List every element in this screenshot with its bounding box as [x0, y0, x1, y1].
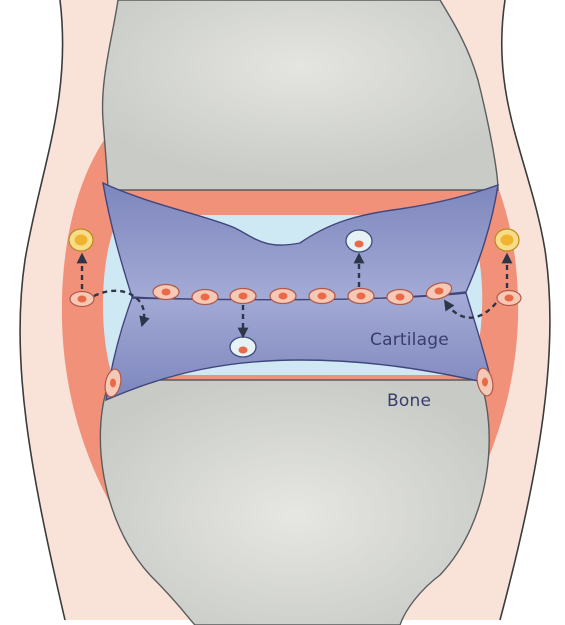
chondrocyte	[270, 289, 296, 304]
chondrocyte	[309, 289, 335, 304]
chondrocyte	[153, 285, 179, 300]
upper-bone	[103, 0, 498, 190]
synovial-cell-right	[497, 291, 521, 306]
migrated-cell-upper	[346, 230, 372, 252]
activated-cell-right	[495, 229, 519, 251]
synovial-cell-left	[70, 292, 94, 307]
chondrocyte	[387, 290, 413, 305]
migrated-cell-lower	[230, 337, 256, 357]
chondrocyte	[192, 290, 218, 305]
bone-label: Bone	[387, 391, 431, 411]
chondrocyte	[348, 289, 374, 304]
cartilage-label: Cartilage	[370, 330, 449, 350]
chondrocyte	[230, 289, 256, 304]
activated-cell-left	[69, 229, 93, 251]
